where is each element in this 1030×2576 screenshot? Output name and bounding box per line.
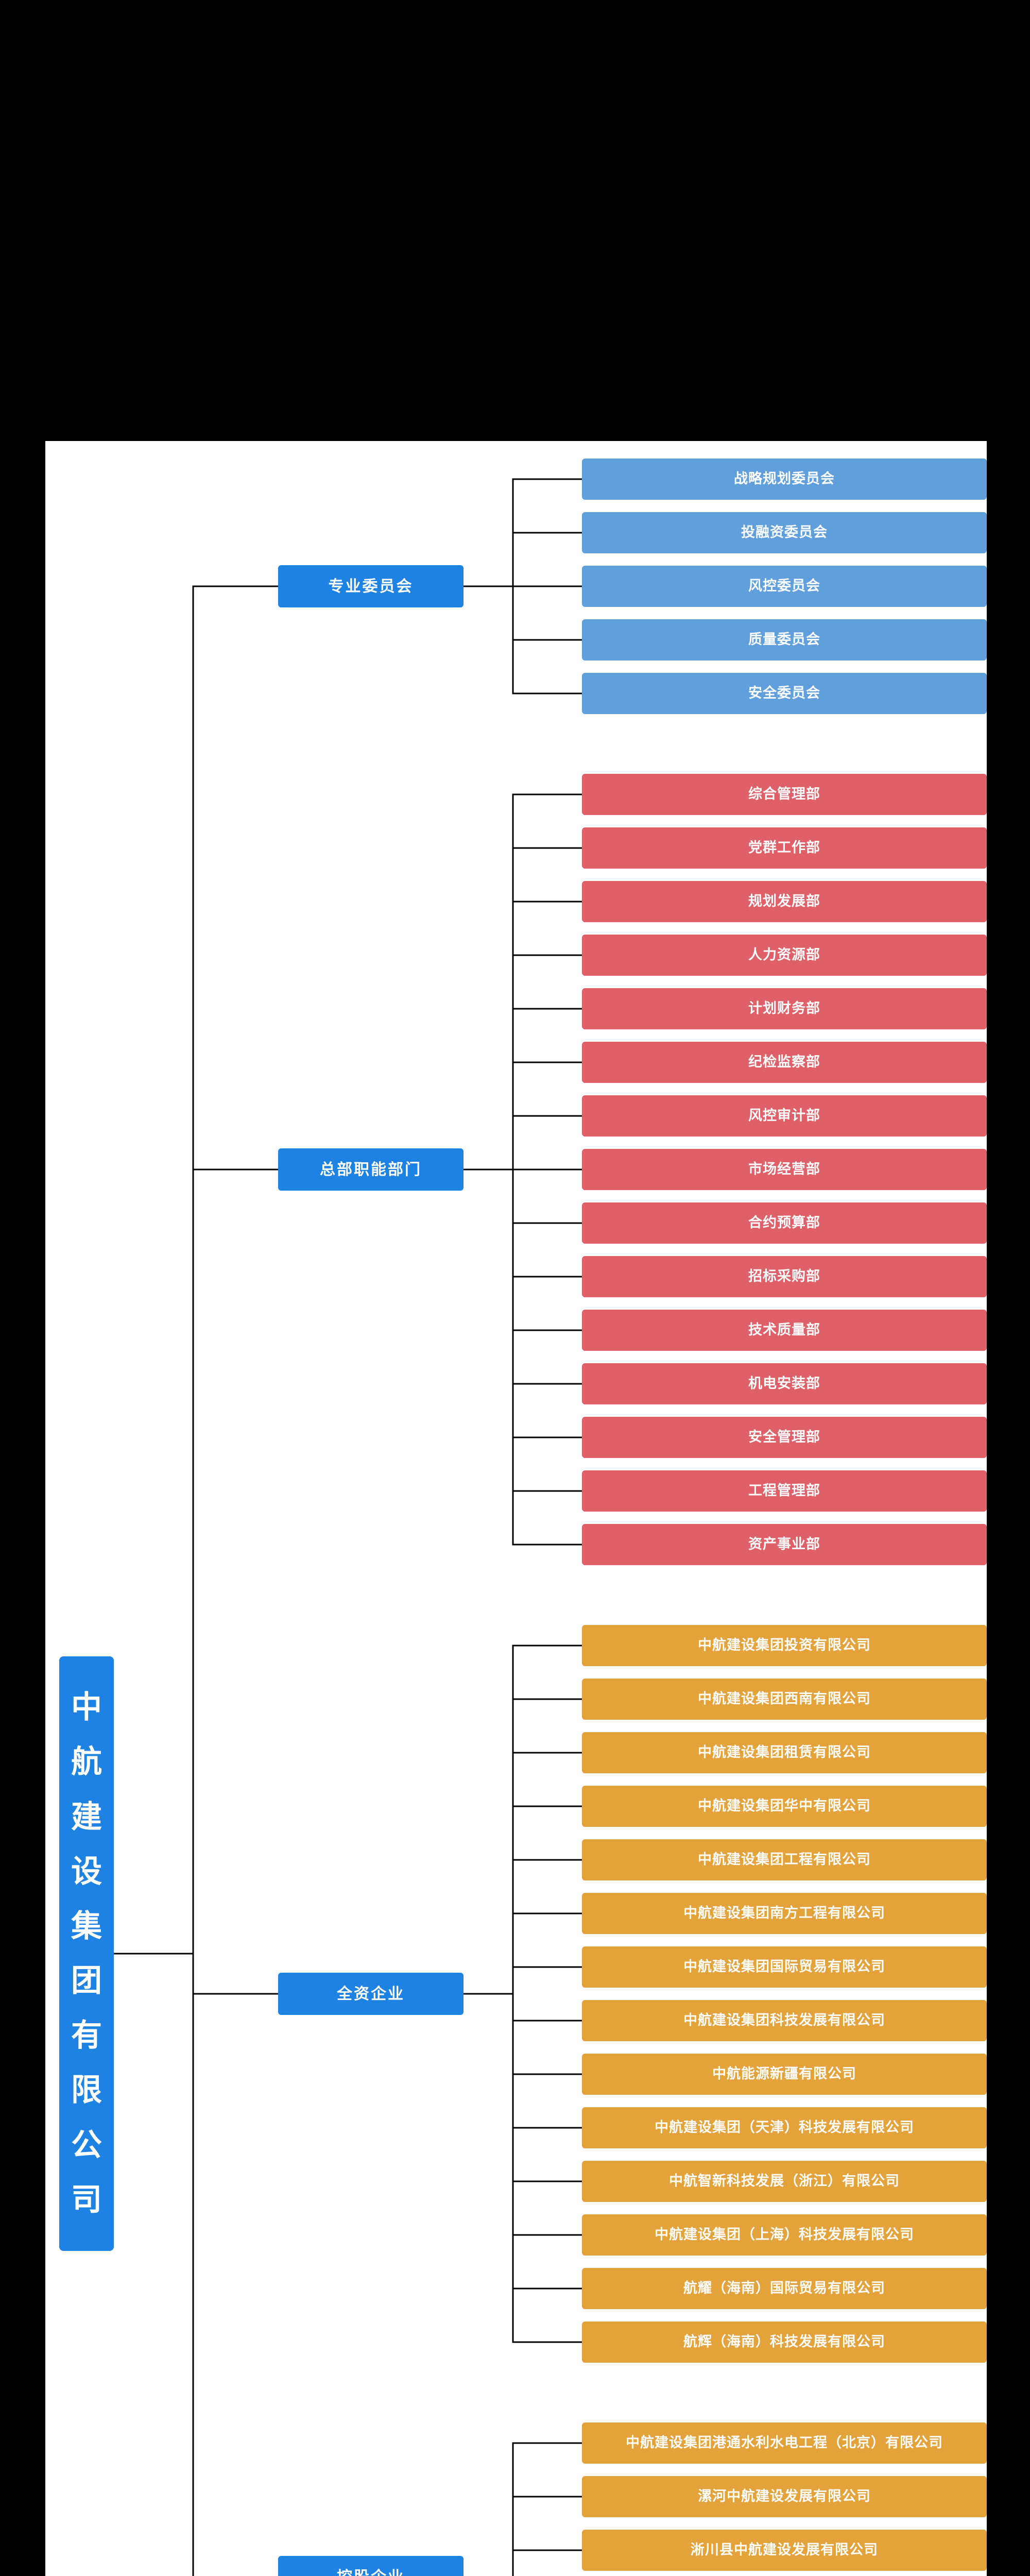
leaf-node-committees-1: 投融资委员会 [582,512,987,553]
leaf-node-wholly-owned-6: 中航建设集团国际贸易有限公司 [582,1946,987,1988]
leaf-node-committees-3: 质量委员会 [582,619,987,660]
section-node-wholly-owned: 全资企业 [278,1973,464,2015]
leaf-node-departments-4: 计划财务部 [582,988,987,1029]
leaf-node-wholly-owned-10: 中航智新科技发展（浙江）有限公司 [582,2161,987,2202]
section-node-holding: 控股企业 [278,2556,464,2576]
leaf-node-wholly-owned-11: 中航建设集团（上海）科技发展有限公司 [582,2214,987,2256]
leaf-node-departments-2: 规划发展部 [582,881,987,922]
leaf-node-departments-10: 技术质量部 [582,1310,987,1351]
leaf-node-wholly-owned-2: 中航建设集团租赁有限公司 [582,1732,987,1773]
section-node-committees: 专业委员会 [278,565,464,607]
leaf-node-departments-14: 资产事业部 [582,1524,987,1565]
leaf-node-wholly-owned-4: 中航建设集团工程有限公司 [582,1839,987,1880]
leaf-node-committees-4: 安全委员会 [582,673,987,714]
root-node: 中航建设集团有限公司 [59,1656,114,2251]
leaf-node-departments-5: 纪检监察部 [582,1042,987,1083]
leaf-node-departments-13: 工程管理部 [582,1470,987,1512]
root-label-char: 团 [71,1963,102,1998]
leaf-node-committees-0: 战略规划委员会 [582,459,987,500]
leaf-node-wholly-owned-8: 中航能源新疆有限公司 [582,2054,987,2095]
leaf-node-departments-9: 招标采购部 [582,1256,987,1297]
root-label-char: 有 [71,2018,102,2053]
leaf-node-committees-2: 风控委员会 [582,566,987,607]
leaf-node-wholly-owned-1: 中航建设集团西南有限公司 [582,1679,987,1720]
root-label-char: 建 [71,1799,102,1834]
leaf-node-departments-8: 合约预算部 [582,1202,987,1244]
root-label-char: 集 [71,1908,102,1943]
leaf-node-wholly-owned-12: 航耀（海南）国际贸易有限公司 [582,2268,987,2309]
leaf-node-departments-7: 市场经营部 [582,1149,987,1190]
leaf-node-departments-11: 机电安装部 [582,1363,987,1404]
leaf-node-wholly-owned-0: 中航建设集团投资有限公司 [582,1625,987,1666]
leaf-node-holding-1: 漯河中航建设发展有限公司 [582,2476,987,2517]
root-label-char: 限 [71,2073,102,2108]
leaf-node-departments-0: 综合管理部 [582,774,987,815]
root-label-char: 公 [71,2127,102,2162]
root-label-char: 设 [71,1854,102,1889]
section-node-departments: 总部职能部门 [278,1148,464,1191]
leaf-node-holding-2: 淅川县中航建设发展有限公司 [582,2530,987,2571]
root-label-char: 航 [71,1744,102,1780]
root-label-char: 中 [71,1690,102,1725]
leaf-node-departments-12: 安全管理部 [582,1417,987,1458]
leaf-node-holding-0: 中航建设集团港通水利水电工程（北京）有限公司 [582,2422,987,2464]
leaf-node-wholly-owned-5: 中航建设集团南方工程有限公司 [582,1893,987,1934]
leaf-node-wholly-owned-13: 航辉（海南）科技发展有限公司 [582,2321,987,2363]
leaf-node-wholly-owned-9: 中航建设集团（天津）科技发展有限公司 [582,2107,987,2148]
leaf-node-departments-6: 风控审计部 [582,1095,987,1137]
root-label-char: 司 [71,2182,102,2217]
leaf-node-wholly-owned-7: 中航建设集团科技发展有限公司 [582,2000,987,2041]
leaf-node-departments-1: 党群工作部 [582,827,987,869]
leaf-node-departments-3: 人力资源部 [582,935,987,976]
leaf-node-wholly-owned-3: 中航建设集团华中有限公司 [582,1786,987,1827]
